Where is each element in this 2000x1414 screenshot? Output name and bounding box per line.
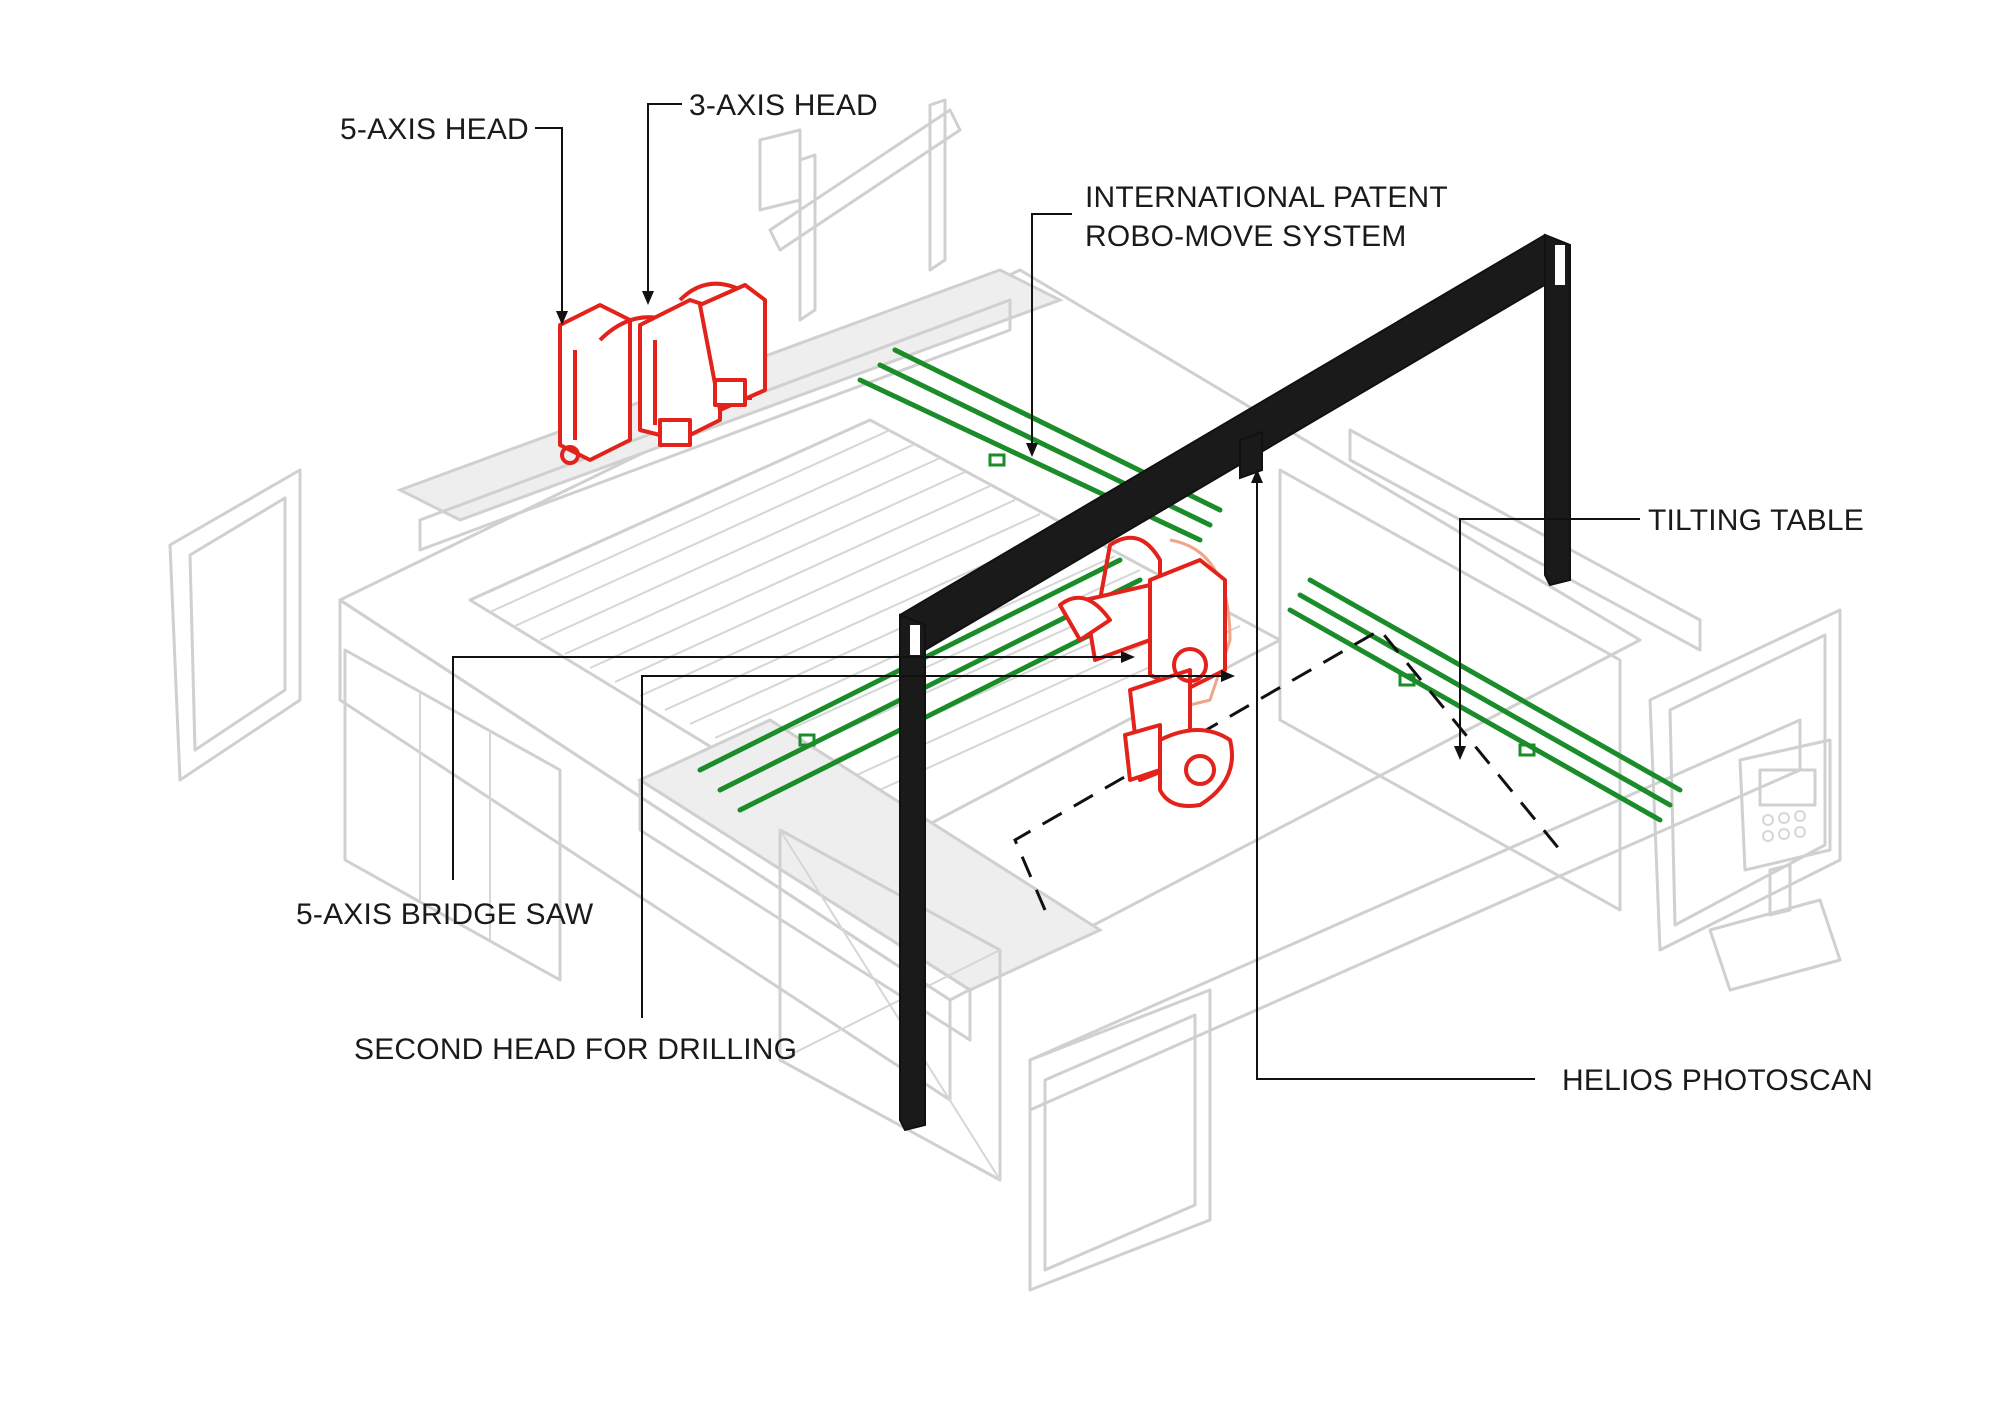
control-console — [1708, 738, 1842, 992]
label-robo-move-line2: ROBO-MOVE SYSTEM — [1085, 220, 1407, 253]
label-3-axis-head: 3-AXIS HEAD — [689, 89, 878, 122]
bridge-saw-head — [1058, 535, 1234, 808]
label-second-head: SECOND HEAD FOR DRILLING — [354, 1033, 797, 1066]
machine-frame — [168, 98, 1842, 1292]
label-tilting-table: TILTING TABLE — [1648, 504, 1864, 537]
leader-lines — [452, 103, 1640, 1080]
label-helios-photoscan: HELIOS PHOTOSCAN — [1562, 1064, 1873, 1097]
label-bridge-saw: 5-AXIS BRIDGE SAW — [296, 898, 594, 931]
black-gantry — [899, 233, 1571, 1132]
label-robo-move-line1: INTERNATIONAL PATENT — [1085, 181, 1448, 214]
parked-heads — [558, 281, 767, 465]
label-5-axis-head: 5-AXIS HEAD — [340, 113, 529, 146]
tilting-table-outline — [1013, 628, 1562, 911]
